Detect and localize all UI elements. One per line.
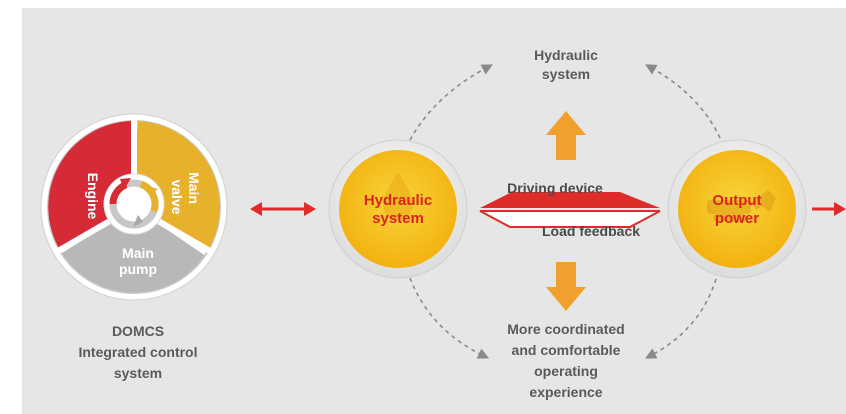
hydraulic-node-label-line2: system	[372, 210, 424, 227]
bottom-label-line3: operating	[534, 363, 598, 379]
down-arrow-icon	[546, 262, 586, 311]
main-pump-label-line1: Main	[122, 245, 154, 261]
load-feedback-arrow	[479, 210, 661, 228]
bottom-label-line2: and comfortable	[512, 342, 621, 358]
oil-drop-icon	[383, 172, 413, 220]
output-node-label-line1: Output	[712, 192, 761, 209]
dashed-arc-top-right	[645, 64, 721, 139]
output-node: Output power	[667, 139, 807, 279]
main-valve-label-line1: Main	[186, 172, 202, 204]
dashed-arc-top-left	[409, 64, 493, 141]
main-pump-label-line2: pump	[119, 261, 157, 277]
domcs-wheel: Engine Main valve Main pump DOMCS Integr…	[40, 113, 228, 381]
bottom-label-line1: More coordinated	[507, 321, 624, 337]
main-pump-segment	[61, 207, 205, 293]
driving-device-arrow	[480, 192, 660, 208]
dashed-arc-bottom-left	[409, 277, 490, 359]
up-arrow-icon	[546, 111, 586, 160]
dashed-connectors	[409, 64, 721, 359]
double-arrow-icon	[250, 202, 316, 216]
hydraulic-node: Hydraulic system	[328, 139, 468, 279]
driving-device-label: Driving device	[507, 180, 603, 196]
domcs-caption-line2: Integrated control	[78, 344, 197, 360]
dashed-arc-bottom-right	[645, 278, 717, 359]
output-node-label-line2: power	[715, 210, 759, 227]
domcs-caption-line3: system	[114, 365, 162, 381]
bottom-label-line4: experience	[529, 384, 602, 400]
flow-split-arrow	[479, 192, 661, 228]
main-valve-label-line2: valve	[169, 179, 185, 214]
engine-segment-label: Engine	[85, 173, 101, 220]
hydraulic-node-label-line1: Hydraulic	[364, 192, 432, 209]
top-label-line2: system	[542, 66, 590, 82]
domcs-caption-line1: DOMCS	[112, 323, 164, 339]
right-arrow-icon	[812, 202, 846, 216]
excavator-icon	[707, 190, 776, 222]
load-feedback-label: Load feedback	[542, 223, 640, 239]
cycle-arrows-icon	[103, 173, 165, 235]
top-label-line1: Hydraulic	[534, 47, 598, 63]
